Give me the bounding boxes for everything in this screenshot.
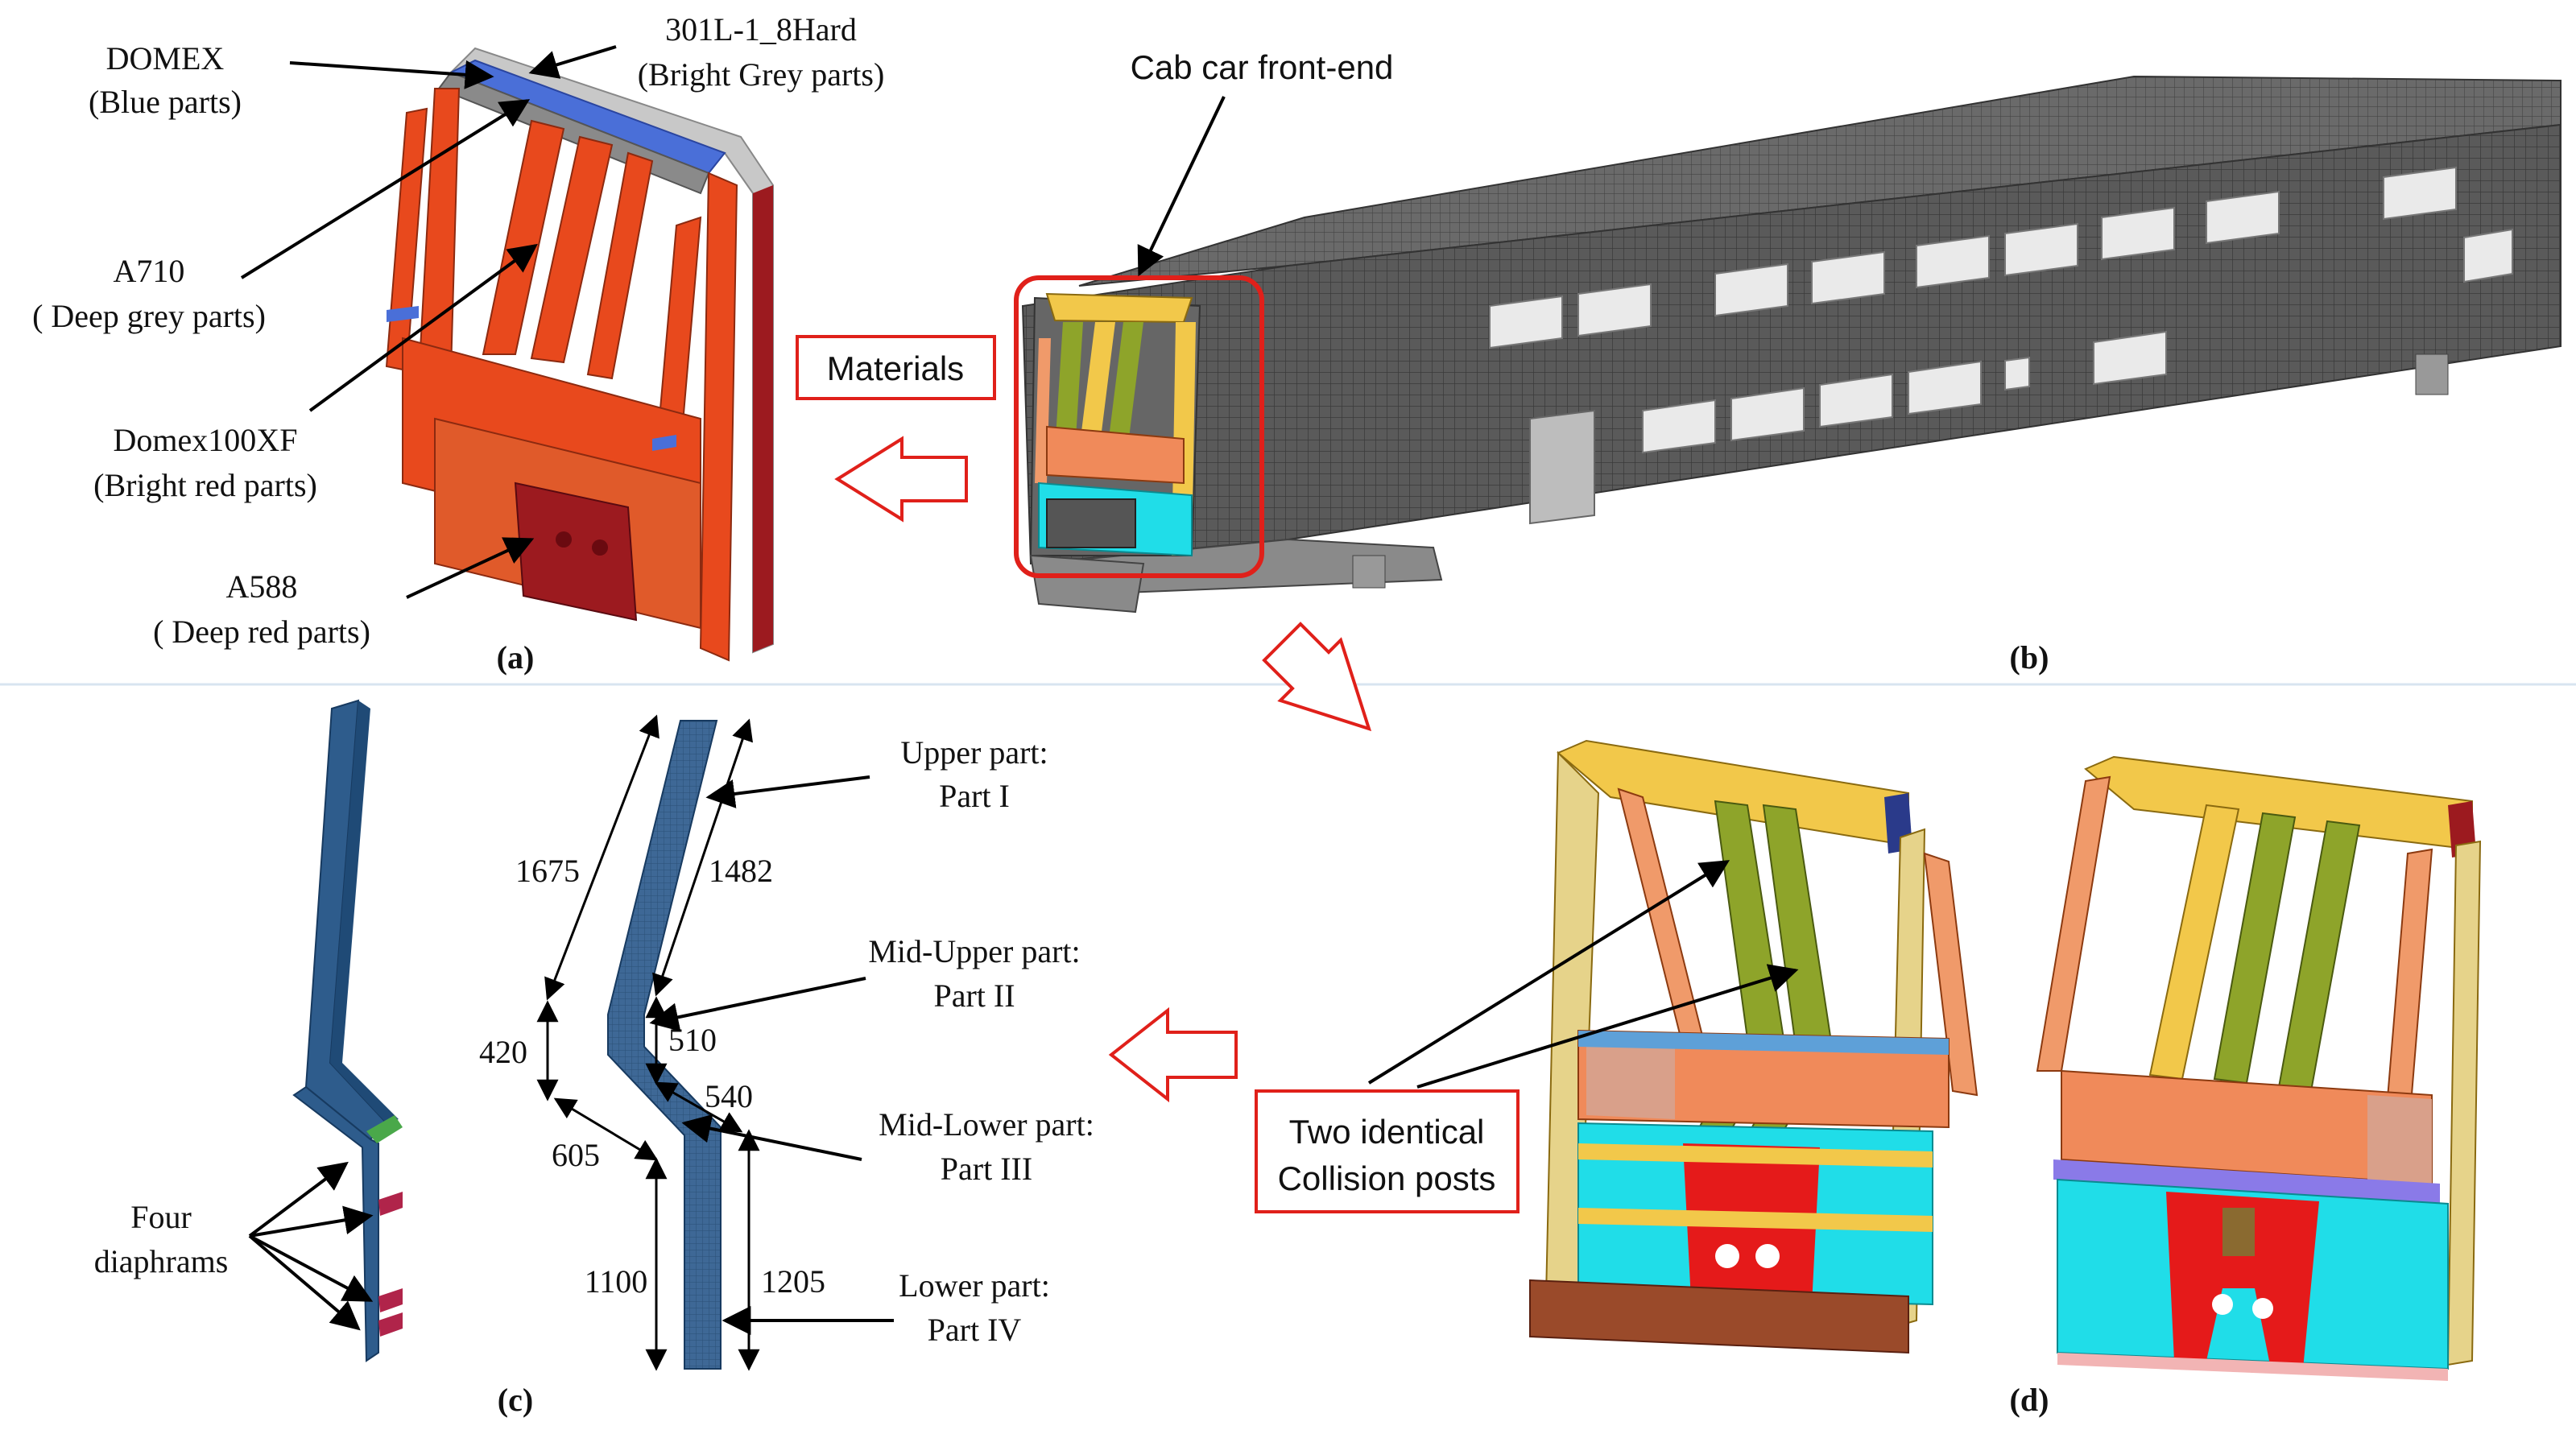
arrow-part-upper [705, 775, 870, 808]
arrow-collision-post-1 [1367, 860, 1730, 1085]
svg-text:Collision posts: Collision posts [1278, 1159, 1496, 1197]
svg-text:(Bright red parts): (Bright red parts) [93, 467, 317, 503]
diaphram-arrows [248, 1161, 374, 1331]
label-domex100xf: Domex100XF (Bright red parts) [93, 422, 317, 503]
arrow-301l [528, 45, 617, 79]
collision-posts-callout: Two identical Collision posts [1255, 1089, 1520, 1213]
hollow-arrow-d-to-c [1108, 1006, 1238, 1103]
label-a710: A710 ( Deep grey parts) [32, 253, 266, 334]
cab-highlight-box [1014, 275, 1264, 578]
panel-a-frame-model [385, 47, 774, 662]
panel-d-label: (d) [2010, 1382, 2049, 1418]
svg-text:510: 510 [668, 1022, 717, 1058]
svg-text:Domex100XF: Domex100XF [114, 422, 298, 458]
cab-front-end-model [1029, 292, 1201, 614]
svg-text:1100: 1100 [585, 1263, 648, 1300]
part-label-mid-lower: Mid-Lower part: Part III [879, 1106, 1094, 1187]
svg-text:( Deep red parts): ( Deep red parts) [153, 614, 370, 650]
arrow-a710 [240, 99, 531, 279]
diaphrams-label: Four diaphrams [94, 1199, 229, 1279]
svg-text:1205: 1205 [761, 1263, 825, 1300]
label-a588: A588 ( Deep red parts) [153, 568, 370, 650]
panel-d-frame-right [2036, 755, 2482, 1381]
hollow-arrow-to-a [834, 436, 968, 523]
svg-text:Upper part:: Upper part: [900, 734, 1048, 771]
dimension-labels: 1675 1482 420 510 540 605 1100 1205 [479, 853, 825, 1300]
svg-text:(Bright Grey parts): (Bright Grey parts) [638, 56, 885, 93]
svg-text:Part III: Part III [941, 1151, 1032, 1187]
svg-text:Two identical: Two identical [1289, 1113, 1485, 1151]
arrow-domex [289, 60, 494, 89]
panel-b-railcar-model [1021, 75, 2562, 614]
svg-text:diaphrams: diaphrams [94, 1243, 229, 1279]
hollow-arrow-b-to-d [1262, 622, 1372, 732]
svg-text:Part IV: Part IV [928, 1312, 1022, 1348]
arrow-cab-callout [1137, 96, 1226, 277]
arrow-collision-post-2 [1416, 964, 1799, 1089]
materials-box: Materials [796, 335, 996, 400]
panel-b-label: (b) [2010, 639, 2049, 676]
panel-a-label: (a) [497, 639, 535, 676]
part-label-mid-upper: Mid-Upper part: Part II [868, 933, 1080, 1014]
svg-text:A710: A710 [114, 253, 185, 289]
svg-text:1482: 1482 [709, 853, 773, 889]
arrow-a588 [406, 537, 535, 599]
svg-text:Part I: Part I [939, 778, 1010, 814]
arrow-part-mid-lower [681, 1114, 862, 1161]
arrow-domex100xf [308, 243, 538, 412]
svg-text:540: 540 [705, 1078, 753, 1114]
panel-c-post-3d [292, 699, 403, 1362]
svg-text:Lower part:: Lower part: [899, 1267, 1050, 1304]
label-301l: 301L-1_8Hard (Bright Grey parts) [638, 11, 885, 93]
svg-text:( Deep grey parts): ( Deep grey parts) [32, 298, 266, 334]
svg-text:605: 605 [552, 1137, 600, 1173]
svg-text:Four: Four [130, 1199, 192, 1235]
label-domex: DOMEX (Blue parts) [89, 40, 242, 120]
part-label-lower: Lower part: Part IV [899, 1267, 1050, 1348]
panel-c-label: (c) [498, 1382, 533, 1418]
svg-text:Mid-Lower part:: Mid-Lower part: [879, 1106, 1094, 1143]
part-label-upper: Upper part: Part I [900, 734, 1048, 814]
svg-text:420: 420 [479, 1034, 527, 1070]
svg-text:DOMEX: DOMEX [106, 40, 225, 76]
svg-text:Materials: Materials [827, 349, 964, 387]
arrow-part-mid-upper [649, 977, 866, 1032]
svg-text:1675: 1675 [515, 853, 580, 889]
cab-callout-label: Cab car front-end [1131, 48, 1394, 86]
svg-text:Part II: Part II [933, 977, 1015, 1014]
svg-text:301L-1_8Hard: 301L-1_8Hard [665, 11, 857, 48]
panel-d-frame-left [1529, 739, 1979, 1354]
svg-text:(Blue parts): (Blue parts) [89, 84, 242, 120]
svg-text:Mid-Upper part:: Mid-Upper part: [868, 933, 1080, 969]
svg-text:A588: A588 [226, 568, 298, 605]
